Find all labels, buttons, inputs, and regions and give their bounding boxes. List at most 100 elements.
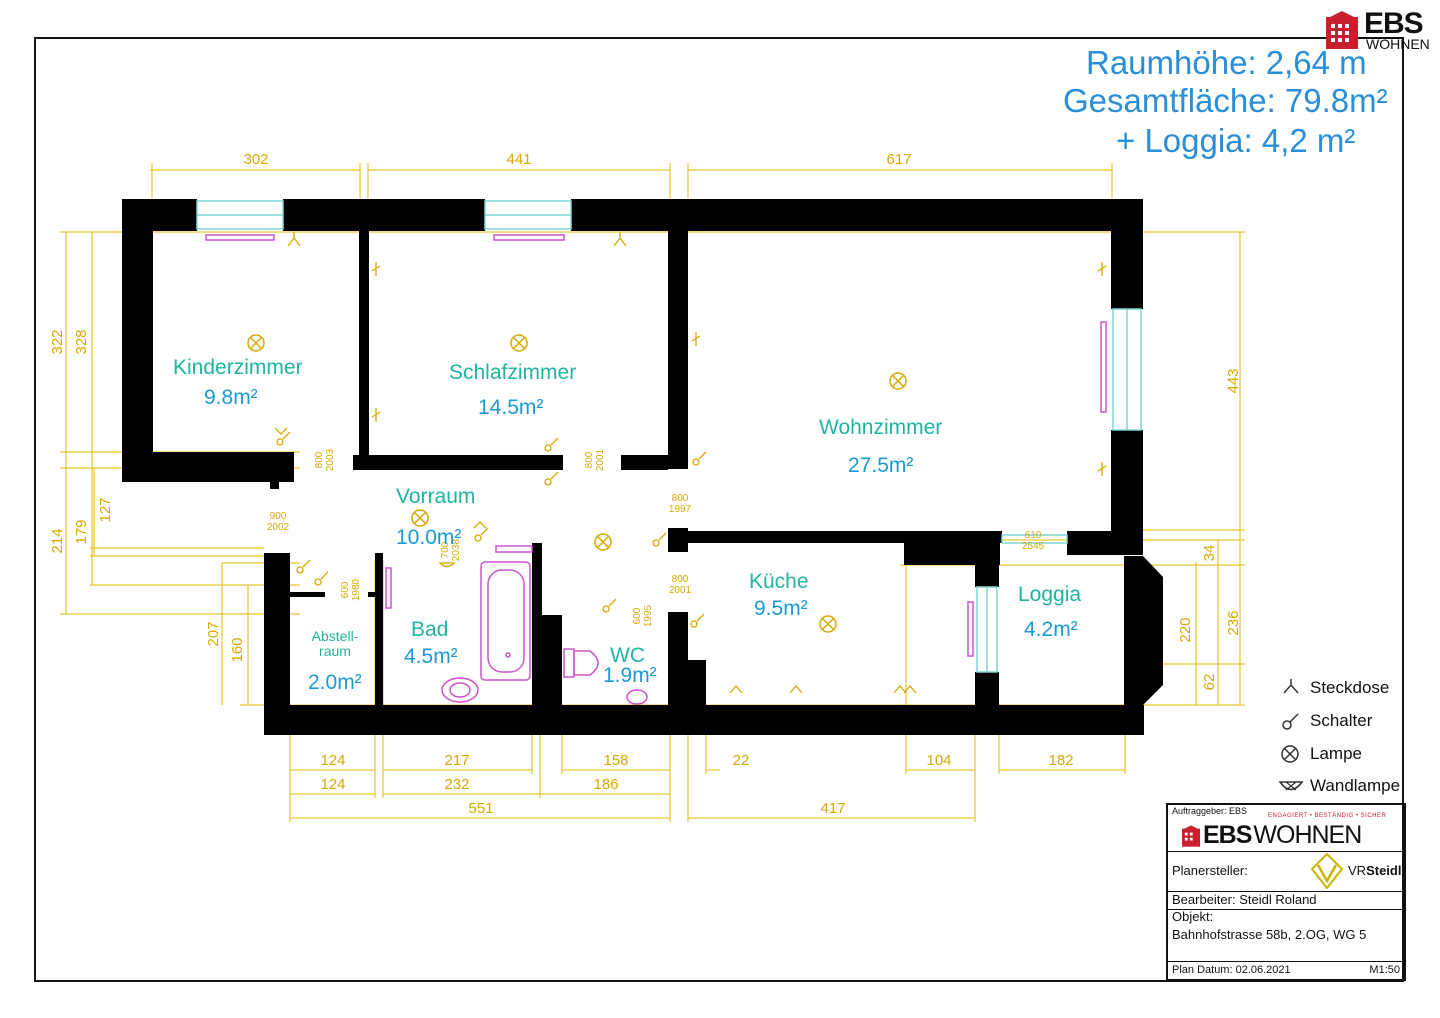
wall-lamp-icon <box>1278 781 1304 791</box>
room-name-loggia: Loggia <box>1018 583 1082 606</box>
legend-item-switch: Schalter <box>1278 708 1372 734</box>
total-area: Gesamtfläche: 79.8m² <box>1063 82 1388 119</box>
legend-label: Wandlampe <box>1310 776 1401 795</box>
plan-date: Plan Datum: 02.06.2021 <box>1172 964 1291 976</box>
vr-steidl-logo-icon <box>1311 853 1343 889</box>
windows <box>196 200 1142 673</box>
dim-right-3: 236 <box>1225 610 1242 635</box>
planner-label: Planersteller: <box>1172 863 1248 878</box>
door-label: 6001995 <box>632 604 654 627</box>
socket-icon <box>1283 679 1299 694</box>
room-height: Raumhöhe: 2,64 m <box>1086 44 1367 81</box>
object-label: Objekt: <box>1172 909 1214 924</box>
dim-top-1: 302 <box>243 151 268 168</box>
dim-left-inner-3: 160 <box>229 637 246 662</box>
title-block <box>1166 803 1406 981</box>
switch-icon <box>1282 713 1299 730</box>
logo-text-ebs: EBS <box>1364 7 1424 40</box>
dim-bottom-1a: 124 <box>320 752 345 769</box>
room-name-kueche: Küche <box>749 570 809 593</box>
dim-right-2: 34 <box>1201 545 1218 562</box>
title-block-editor: Bearbeiter: Steidl Roland <box>1168 892 1406 910</box>
plan-scale: M1:50 <box>1369 964 1400 976</box>
dimension-labels: 302 441 617 322 214 207 328 179 160 127 … <box>49 151 1242 817</box>
client-logo-wohnen: WOHNEN <box>1253 821 1362 849</box>
planner-logo-text: VRSteidl <box>1348 863 1402 878</box>
door-label: 7002038 <box>440 538 462 561</box>
dim-left-outer-3: 207 <box>205 621 222 646</box>
sockets-switches <box>274 232 1107 694</box>
object-value: Bahnhofstrasse 58b, 2.OG, WG 5 <box>1172 927 1367 942</box>
dim-bottom-2c: 186 <box>593 776 618 793</box>
legend-item-socket: Steckdose <box>1278 675 1389 701</box>
dim-right-4: 220 <box>1177 617 1194 642</box>
dim-bottom-1e: 104 <box>926 752 951 769</box>
legend-label: Lampe <box>1310 744 1362 763</box>
title-block-planner: Planersteller: VRSteidl <box>1168 852 1406 892</box>
room-area-abstellraum: 2.0m² <box>308 671 362 694</box>
dim-left-inner-2: 179 <box>73 519 90 544</box>
dim-bottom-3b: 417 <box>820 800 845 817</box>
legend-item-wall-lamp: Wandlampe <box>1278 773 1400 799</box>
walls <box>122 199 1163 735</box>
door-label: 8002003 <box>314 448 336 471</box>
dim-top-2: 441 <box>506 151 531 168</box>
title-block-date: Plan Datum: 02.06.2021 M1:50 <box>1168 962 1406 980</box>
title-block-object: Objekt: Bahnhofstrasse 58b, 2.OG, WG 5 <box>1168 910 1406 962</box>
room-name-kinderzimmer: Kinderzimmer <box>173 356 303 379</box>
dim-bottom-2b: 232 <box>444 776 469 793</box>
room-area-kueche: 9.5m² <box>754 597 808 620</box>
door-label: 6001980 <box>340 578 362 601</box>
dim-left-outer-2: 214 <box>49 528 66 553</box>
legend-label: Steckdose <box>1310 678 1390 697</box>
fixtures <box>205 234 1107 705</box>
dim-right-1: 443 <box>1225 368 1242 393</box>
room-name-vorraum: Vorraum <box>396 485 476 508</box>
dim-bottom-1b: 217 <box>444 752 469 769</box>
client-slogan: ENGAGIERT • BESTÄNDIG • SICHER <box>1268 813 1387 819</box>
drawing-frame <box>34 37 1404 982</box>
dim-bottom-1c: 158 <box>603 752 628 769</box>
building-icon <box>1182 824 1200 847</box>
client-logo: EBS WOHNEN <box>1182 821 1362 850</box>
ebs-logo: EBS WOHNEN <box>1326 7 1440 52</box>
building-icon <box>1326 11 1358 49</box>
dim-right-5: 62 <box>1201 674 1218 691</box>
door-label: 8002001 <box>584 448 606 471</box>
dim-top-3: 617 <box>886 151 911 168</box>
logo-text-wohnen: WOHNEN <box>1366 36 1430 52</box>
room-area-loggia: 4.2m² <box>1024 618 1078 641</box>
dim-bottom-3a: 551 <box>468 800 493 817</box>
dim-bottom-2a: 124 <box>320 776 345 793</box>
room-area-wohnzimmer: 27.5m² <box>848 454 914 477</box>
title-block-client: Auftraggeber: EBS ENGAGIERT • BESTÄNDIG … <box>1168 804 1406 852</box>
room-area-wc: 1.9m² <box>603 664 657 687</box>
legend-label: Schalter <box>1310 711 1373 730</box>
legend-item-lamp: Lampe <box>1278 741 1362 767</box>
client-label: Auftraggeber: EBS <box>1172 806 1248 816</box>
lamp-symbols <box>247 334 907 633</box>
loggia-area: + Loggia: 4,2 m² <box>1116 122 1356 159</box>
room-area-kinderzimmer: 9.8m² <box>204 386 258 409</box>
dim-left-outer-1: 322 <box>49 329 66 354</box>
room-name-wc: WC <box>610 644 645 667</box>
room-name-schlafzimmer: Schlafzimmer <box>449 361 577 384</box>
client-logo-ebs: EBS <box>1203 821 1252 849</box>
room-area-schlafzimmer: 14.5m² <box>478 396 544 419</box>
lamp-icon <box>1281 745 1299 763</box>
dim-bottom-1d: 22 <box>733 752 750 769</box>
room-name-wohnzimmer: Wohnzimmer <box>819 416 943 439</box>
room-name-bad: Bad <box>411 618 449 641</box>
dim-bottom-1f: 182 <box>1048 752 1073 769</box>
room-area-vorraum: 10.0m² <box>396 526 462 549</box>
room-area-bad: 4.5m² <box>404 645 458 668</box>
dim-left-small: 127 <box>97 497 114 522</box>
dim-left-inner-1: 328 <box>73 329 90 354</box>
room-name-abstellraum: Abstell- raum <box>311 628 359 659</box>
